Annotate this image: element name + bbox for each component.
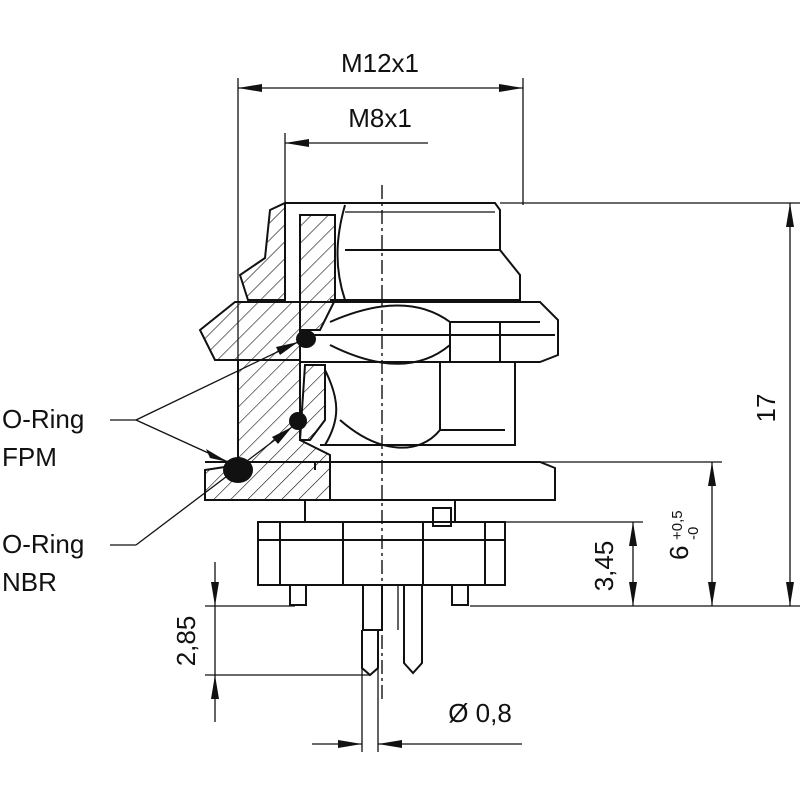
o-ring-upper — [296, 330, 316, 348]
dimension-6 — [540, 461, 722, 606]
o-ring-middle — [289, 412, 307, 430]
nut-face-curve-2 — [329, 344, 451, 365]
socket-foot-left — [289, 584, 307, 606]
height-six-group: 6 +0,5 -0 — [664, 510, 702, 560]
oring-fpm-label-line1: O-Ring — [2, 404, 84, 434]
tolerance-plus: +0,5 — [669, 510, 686, 540]
pin-detail — [362, 585, 399, 630]
lower-body-detail — [339, 362, 505, 449]
thread-inner-label: M8x1 — [348, 103, 412, 133]
dimension-17 — [470, 202, 800, 607]
oring-nbr-leader — [110, 426, 293, 546]
lower-sleeve-section — [298, 364, 326, 441]
dimension-m12 — [237, 78, 524, 470]
flange-outline — [205, 461, 556, 501]
dimension-285 — [205, 562, 370, 722]
dimension-diameter — [312, 668, 522, 752]
oring-nbr-label-line1: O-Ring — [2, 529, 84, 559]
break-line-bottom — [324, 369, 338, 446]
lower-body-outline — [320, 361, 516, 446]
height-pcb-label: 3,45 — [589, 541, 619, 592]
pin-length-label: 2,85 — [171, 616, 201, 667]
inner-sleeve-section — [299, 214, 336, 331]
pin-diameter-label: Ø 0,8 — [448, 698, 512, 728]
socket-segment-lines — [279, 522, 486, 585]
coding-key — [432, 507, 452, 527]
pin-center — [361, 630, 379, 677]
dimension-m8 — [284, 133, 428, 205]
thread-outer-label: M12x1 — [341, 48, 419, 78]
oring-fpm-leaders — [110, 341, 299, 463]
nut-face-curve-1 — [329, 304, 451, 323]
housing-section — [238, 201, 286, 301]
height-six-label: 6 — [664, 546, 694, 560]
connector-housing — [198, 201, 559, 677]
oring-fpm-label-line2: FPM — [2, 442, 57, 472]
nut-face-lines — [449, 321, 540, 362]
pin-right — [403, 585, 423, 675]
socket-foot-right — [451, 584, 469, 606]
dimension-345 — [505, 521, 643, 606]
pin-sleeve — [362, 585, 383, 631]
tolerance-minus: -0 — [685, 527, 702, 540]
height-total-label: 17 — [751, 394, 781, 423]
break-line-top — [336, 204, 346, 301]
neck-lines — [304, 500, 456, 522]
oring-nbr-label-line2: NBR — [2, 567, 57, 597]
